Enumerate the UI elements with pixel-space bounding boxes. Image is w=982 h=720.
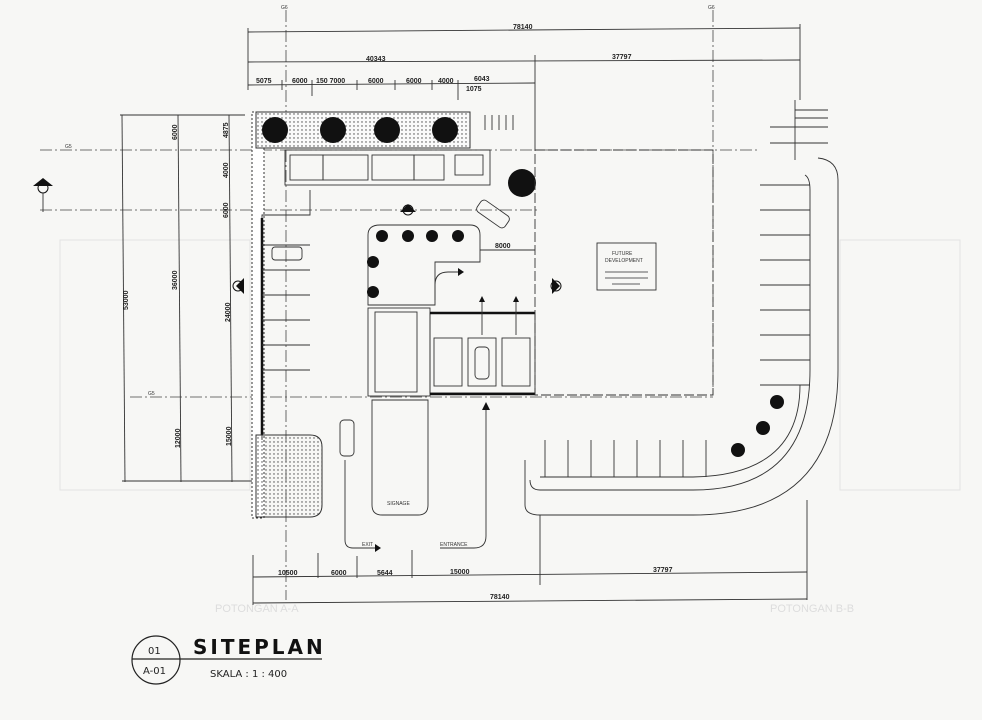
- top-dimensions: 78140 40343 37797 5075 6000 150 7000 600…: [247, 24, 801, 150]
- grid-lines: G6 G6 G5 G5: [40, 5, 760, 600]
- grid-label: G6: [281, 5, 288, 11]
- left-dimensions: 53000 6000 36000 12000 4875 4000 6000 24…: [120, 114, 255, 483]
- access-road: [524, 100, 839, 516]
- car-icon: [476, 199, 510, 229]
- dim-segment: 6043: [474, 76, 490, 83]
- future-dev-label: DEVELOPMENT: [605, 258, 643, 264]
- dim-left-overall: 53000: [123, 290, 130, 310]
- signage-label: SIGNAGE: [387, 501, 410, 507]
- dim-segment: 5644: [377, 570, 393, 577]
- dim-segment: 4000: [438, 78, 454, 85]
- car-icon: [474, 346, 490, 380]
- ghost-label-right: POTONGAN B-B: [770, 603, 854, 615]
- dim-left: 12000: [175, 428, 182, 448]
- grid-label: G6: [708, 5, 715, 11]
- parking-stalls: [544, 184, 810, 477]
- bleed-through: POTONGAN A-A POTONGAN B-B: [59, 239, 961, 615]
- dim-top-overall: 78140: [513, 24, 533, 31]
- site-boundary: [251, 111, 536, 519]
- dim-segment: 6000: [368, 78, 384, 85]
- bottom-dimensions: 10500 6000 5644 15000 37797 78140: [252, 500, 808, 605]
- dim-top-left: 40343: [366, 56, 386, 63]
- dim-segment: 6000: [406, 78, 422, 85]
- dim-left: 4875: [223, 122, 230, 138]
- exit-label: EXIT: [362, 542, 373, 548]
- central-building: SIGNAGE 8000: [339, 199, 784, 516]
- dim-left: 15000: [226, 426, 233, 446]
- future-dev-label: FUTURE: [612, 251, 633, 257]
- drawing-number: 01: [148, 646, 161, 657]
- dim-segment: 6000: [331, 570, 347, 577]
- dim-segment: 150 7000: [316, 78, 345, 85]
- dim-segment: 15000: [450, 569, 470, 576]
- dim-segment: 6000: [292, 78, 308, 85]
- car-icon: [339, 419, 355, 457]
- dim-segment: 10500: [278, 570, 298, 577]
- drawing-scale: SKALA : 1 : 400: [210, 669, 287, 680]
- dim-left: 6000: [172, 124, 179, 140]
- exit-arrow-icon: [375, 544, 381, 552]
- grid-label: G5: [148, 391, 155, 397]
- dim-top-right: 37797: [612, 54, 632, 61]
- dim-segment: 37797: [653, 567, 673, 574]
- ghost-label-left: POTONGAN A-A: [215, 603, 299, 615]
- entrance-label: ENTRANCE: [440, 542, 468, 548]
- palm-tree-icons: [367, 230, 784, 457]
- sheet-number: A-01: [143, 666, 166, 677]
- traffic-arrows: EXIT ENTRANCE: [344, 268, 519, 552]
- dim-segment: 1075: [466, 86, 482, 93]
- entrance-arrow-icon: [482, 402, 490, 410]
- grid-label: G5: [65, 144, 72, 150]
- dim-left: 36000: [172, 270, 179, 290]
- title-block: 01 A-01 SITEPLAN SKALA : 1 : 400: [131, 635, 326, 685]
- dim-drive: 8000: [495, 243, 511, 250]
- dim-segment: 5075: [256, 78, 272, 85]
- dim-bottom-overall: 78140: [490, 594, 510, 601]
- car-icon: [271, 246, 303, 261]
- section-marker-icons: [33, 178, 562, 294]
- future-development-box: FUTURE DEVELOPMENT: [596, 242, 657, 291]
- dim-left: 6000: [223, 202, 230, 218]
- dim-left: 4000: [223, 162, 230, 178]
- drawing-title: SITEPLAN: [193, 635, 326, 659]
- dim-left: 24000: [225, 302, 232, 322]
- tree-icons: [262, 117, 536, 197]
